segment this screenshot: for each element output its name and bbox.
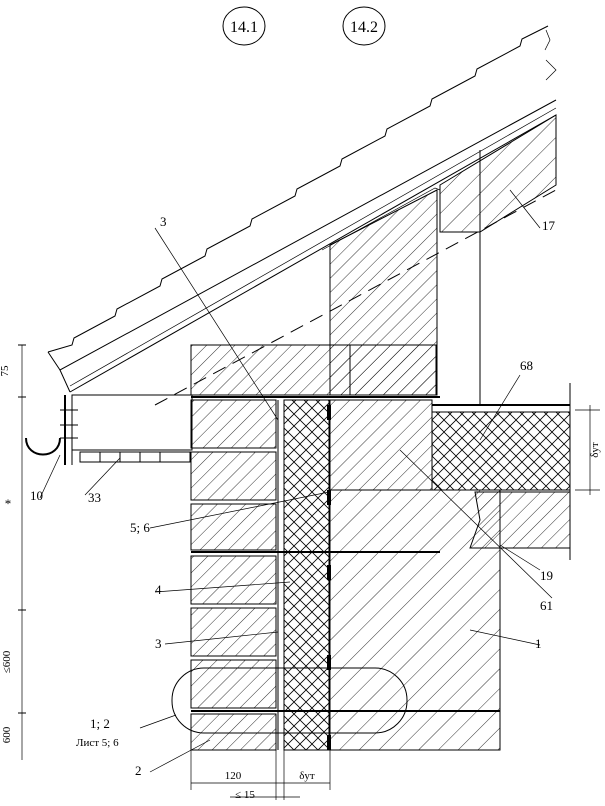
section-marker-left: 14.1 bbox=[222, 6, 266, 46]
insulation-layer bbox=[283, 399, 330, 751]
dim-120: 120 bbox=[225, 770, 242, 782]
dim-600: 600 bbox=[1, 726, 13, 743]
section-marker-left-label: 14.1 bbox=[230, 19, 258, 36]
dim-le15: ≤ 15 bbox=[235, 789, 255, 801]
label-5-6: 5; 6 bbox=[130, 520, 150, 535]
label-19: 19 bbox=[540, 568, 553, 583]
dim-delta-ut-bottom: δут bbox=[299, 770, 315, 782]
callout-outline bbox=[171, 667, 408, 734]
label-4: 4 bbox=[155, 582, 162, 597]
dim-star: * bbox=[5, 496, 12, 511]
section-marker-right-label: 14.2 bbox=[350, 19, 378, 36]
label-sheet-ref: Лист 5; 6 bbox=[76, 737, 119, 749]
label-17: 17 bbox=[542, 218, 556, 233]
label-68: 68 bbox=[520, 358, 533, 373]
label-1: 1 bbox=[535, 636, 542, 651]
dim-le600: ≤600 bbox=[1, 650, 13, 673]
label-1-2: 1; 2 bbox=[90, 716, 110, 731]
leader-lines bbox=[39, 189, 553, 773]
main-wall bbox=[329, 489, 501, 751]
bottom-dimension-line bbox=[190, 740, 331, 800]
dim-75: 75 bbox=[0, 365, 11, 377]
label-2: 2 bbox=[135, 763, 142, 778]
label-10: 10 bbox=[30, 488, 43, 503]
eaves-board bbox=[71, 394, 193, 451]
label-3-top: 3 bbox=[160, 214, 167, 229]
section-marker-right: 14.2 bbox=[342, 6, 386, 46]
label-33: 33 bbox=[88, 490, 101, 505]
dim-delta-ut-right: δут bbox=[589, 442, 601, 458]
soffit-vents bbox=[79, 451, 191, 463]
label-61: 61 bbox=[540, 598, 553, 613]
floor-slab bbox=[469, 491, 571, 549]
floor-edge-block bbox=[329, 399, 433, 491]
roof bbox=[47, 25, 557, 393]
attic-insulation bbox=[431, 411, 571, 491]
gutter bbox=[25, 395, 78, 465]
vertical-dimension-line bbox=[18, 344, 26, 760]
label-3-mid: 3 bbox=[155, 636, 162, 651]
